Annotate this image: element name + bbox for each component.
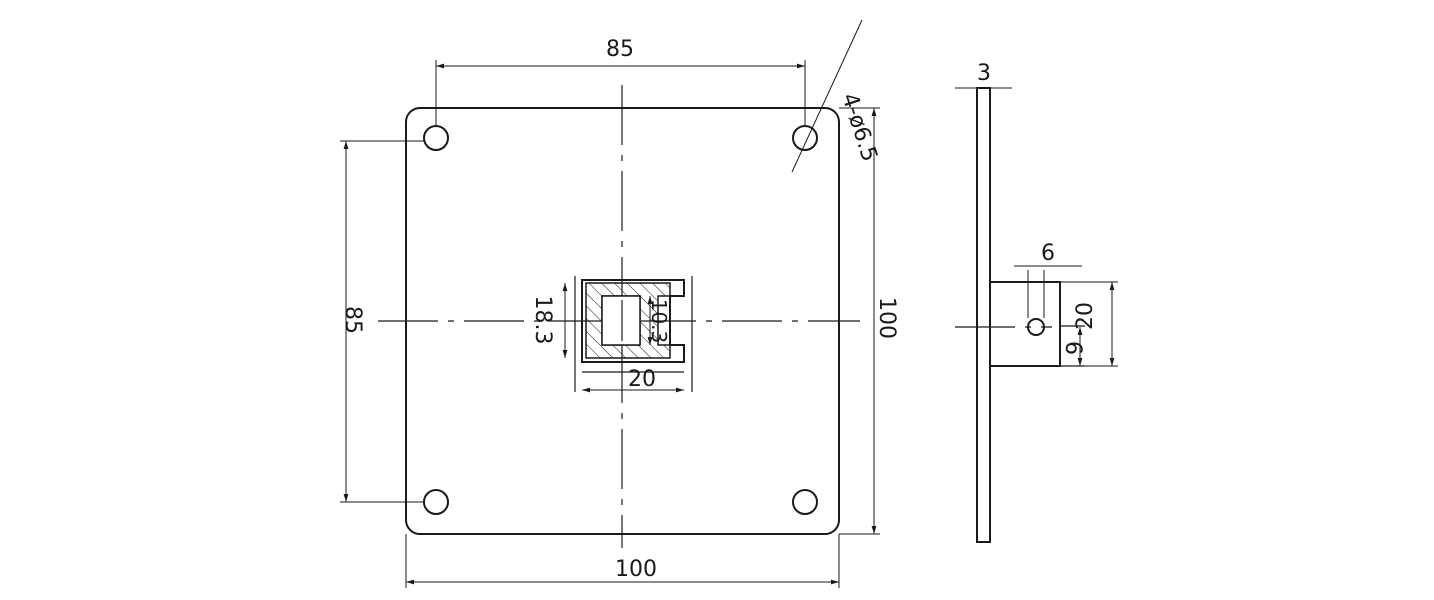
dim-hole-callout: 4-ø6.5 [836,90,882,165]
dim-tab-height: 20 [1073,302,1098,330]
dim-plate-width: 100 [615,557,657,582]
side-plate [976,87,991,543]
mounting-hole-top-left [423,125,449,151]
dim-slot-height: 18.3 [530,296,555,345]
dim-plate-height: 100 [874,297,899,339]
dim-thickness: 3 [977,61,991,86]
dim-left-hole-spacing: 85 [340,306,365,334]
dim-slot-inner: 10.3 [647,299,671,344]
dim-top-hole-spacing: 85 [606,37,634,62]
side-view: 3 6 20 6 [955,61,1118,543]
dim-hole-offset: 6 [1060,341,1085,355]
dim-hole-dia: 6 [1041,241,1055,266]
channel-inner-square [601,295,641,346]
hole-callout-leader [791,19,863,173]
mounting-hole-top-right [792,125,818,151]
mounting-hole-bottom-left [423,489,449,515]
mounting-hole-bottom-right [792,489,818,515]
side-tab-outline [990,281,1061,367]
front-view: 85 4-ø6.5 85 100 100 18.3 10.3 20 [340,19,899,588]
dim-slot-width: 20 [628,367,656,392]
